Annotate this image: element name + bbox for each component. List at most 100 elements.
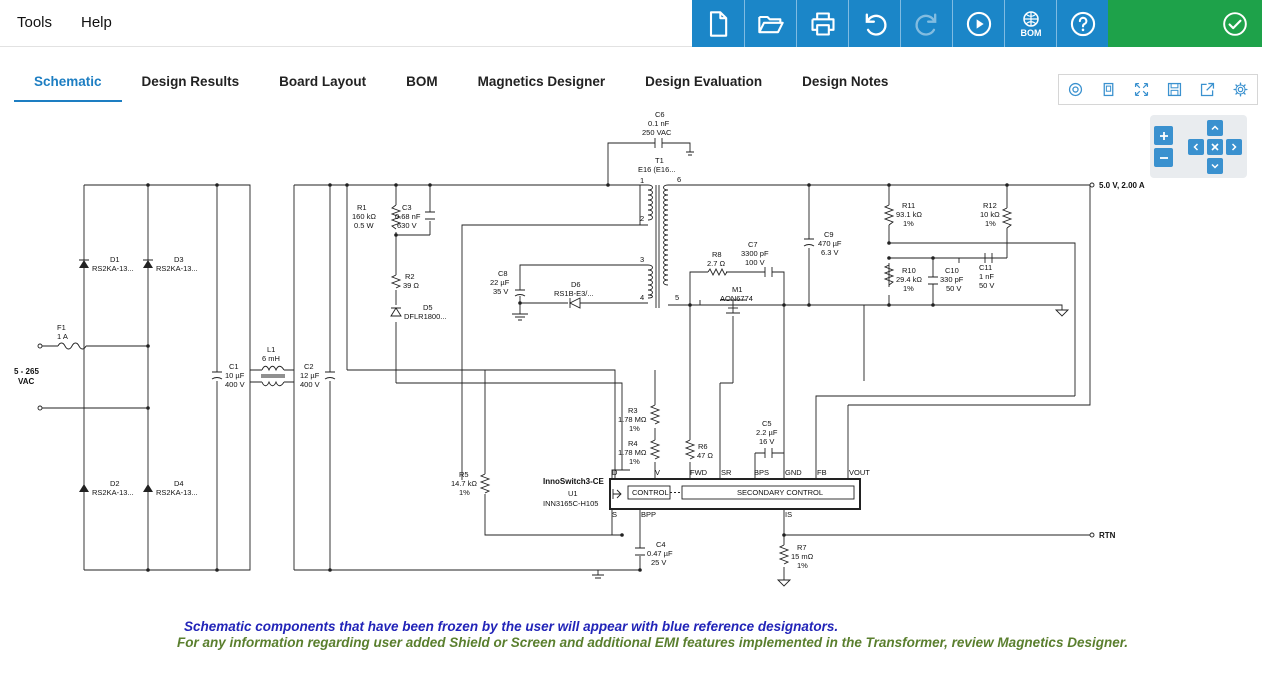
tab-bar: Schematic Design Results Board Layout BO…	[14, 64, 908, 104]
settings-icon	[1233, 82, 1248, 97]
input-unit-label: VAC	[18, 377, 35, 386]
output-voltage-label: 5.0 V, 2.00 A	[1099, 181, 1145, 190]
pan-right-button[interactable]	[1226, 139, 1242, 155]
winding-pin-5: 5	[675, 293, 679, 302]
new-file-icon	[709, 10, 728, 37]
reset-view-button[interactable]	[1207, 139, 1223, 155]
pan-down-button[interactable]	[1207, 158, 1223, 174]
c5-ref: C5	[762, 419, 772, 428]
tab-magnetics-designer[interactable]: Magnetics Designer	[477, 74, 606, 89]
secondary-control-label: SECONDARY CONTROL	[737, 488, 823, 497]
c11-ref: C11	[979, 263, 992, 272]
save-view-button[interactable]	[1158, 75, 1191, 104]
c9-v2: 6.3 V	[821, 248, 839, 257]
c7-v2: 100 V	[745, 258, 765, 267]
r7-v1: 15 mΩ	[791, 552, 814, 561]
tab-design-notes[interactable]: Design Notes	[802, 74, 889, 89]
r11-v1: 93.1 kΩ	[896, 210, 922, 219]
bom-label: BOM	[1020, 28, 1041, 38]
chevron-up-icon	[1211, 125, 1219, 131]
d1-value: RS2KA-13...	[92, 264, 134, 273]
c1-v2: 400 V	[225, 380, 245, 389]
settings-button[interactable]	[1224, 75, 1257, 104]
pan-left-button[interactable]	[1188, 139, 1204, 155]
winding-pin-1: 1	[640, 176, 644, 185]
bom-button[interactable]: BOM	[1004, 0, 1056, 47]
m1-value: AON6774	[720, 294, 753, 303]
pin-s: S	[612, 510, 617, 519]
c9-v1: 470 µF	[818, 239, 842, 248]
control-block-label: CONTROL	[632, 488, 669, 497]
help-icon	[1070, 11, 1095, 36]
chevron-right-icon	[1231, 143, 1237, 151]
c9-ref: C9	[824, 230, 834, 239]
d6-value: RS1B-E3/...	[554, 289, 594, 298]
confirm-button[interactable]	[1108, 0, 1262, 47]
r11-ref: R11	[902, 201, 915, 210]
fullscreen-button[interactable]	[1125, 75, 1158, 104]
tab-schematic[interactable]: Schematic	[14, 64, 122, 102]
run-button[interactable]	[952, 0, 1004, 47]
c4-v2: 25 V	[651, 558, 666, 567]
menu-tools[interactable]: Tools	[17, 14, 53, 31]
c11-v2: 50 V	[979, 281, 994, 290]
c2-v2: 400 V	[300, 380, 320, 389]
view-toolbar	[1058, 74, 1258, 105]
schematic-canvas[interactable]: 5 - 265 VAC F1 1 A D1 RS2KA-13... D3 RS2…	[0, 105, 1262, 605]
redo-icon	[914, 13, 936, 36]
r12-ref: R12	[983, 201, 997, 210]
help-button[interactable]	[1056, 0, 1108, 47]
page-button[interactable]	[1092, 75, 1125, 104]
pan-up-button[interactable]	[1207, 120, 1223, 136]
export-button[interactable]	[1191, 75, 1224, 104]
r10-v2: 1%	[903, 284, 914, 293]
close-icon	[1211, 143, 1219, 151]
r12-v2: 1%	[985, 219, 996, 228]
new-file-button[interactable]	[692, 0, 744, 47]
r11-v2: 1%	[903, 219, 914, 228]
r12-v1: 10 kΩ	[980, 210, 1000, 219]
pin-fb: FB	[817, 468, 827, 477]
d4-ref: D4	[174, 479, 184, 488]
r10-v1: 29.4 kΩ	[896, 275, 922, 284]
tab-design-results[interactable]: Design Results	[141, 74, 240, 89]
l1-ref: L1	[267, 345, 275, 354]
c4-ref: C4	[656, 540, 666, 549]
r1-ref: R1	[357, 203, 367, 212]
zoom-in-button[interactable]	[1154, 126, 1173, 145]
c7-v1: 3300 pF	[741, 249, 769, 258]
c3-v2: 630 V	[397, 221, 417, 230]
r3-v1: 1.78 MΩ	[618, 415, 647, 424]
d2-value: RS2KA-13...	[92, 488, 134, 497]
zoom-out-button[interactable]	[1154, 148, 1173, 167]
r4-ref: R4	[628, 439, 638, 448]
r4-v1: 1.78 MΩ	[618, 448, 647, 457]
c1-v1: 10 µF	[225, 371, 245, 380]
tab-board-layout[interactable]: Board Layout	[279, 74, 367, 89]
pin-v: V	[655, 468, 660, 477]
fuse-f1-symbol	[57, 342, 87, 350]
r10-ref: R10	[902, 266, 916, 275]
r8-ref: R8	[712, 250, 722, 259]
undo-button[interactable]	[848, 0, 900, 47]
print-button[interactable]	[796, 0, 848, 47]
t1-value: E16 (E16...	[638, 165, 676, 174]
tab-bom[interactable]: BOM	[406, 74, 438, 89]
c8-ref: C8	[498, 269, 508, 278]
f1-ref: F1	[57, 323, 66, 332]
tab-design-evaluation[interactable]: Design Evaluation	[645, 74, 763, 89]
pin-bps: BPS	[754, 468, 769, 477]
d5-ref: D5	[423, 303, 433, 312]
c7-ref: C7	[748, 240, 758, 249]
c8-v2: 35 V	[493, 287, 508, 296]
c11-v1: 1 nF	[979, 272, 994, 281]
open-folder-button[interactable]	[744, 0, 796, 47]
zoom-fit-button[interactable]	[1059, 75, 1092, 104]
r5-v1: 14.7 kΩ	[451, 479, 477, 488]
redo-button[interactable]	[900, 0, 952, 47]
open-folder-icon	[757, 15, 784, 33]
plus-icon	[1159, 131, 1168, 140]
d5-value: DFLR1800...	[404, 312, 447, 321]
menu-help[interactable]: Help	[81, 14, 112, 31]
f1-value: 1 A	[57, 332, 68, 341]
